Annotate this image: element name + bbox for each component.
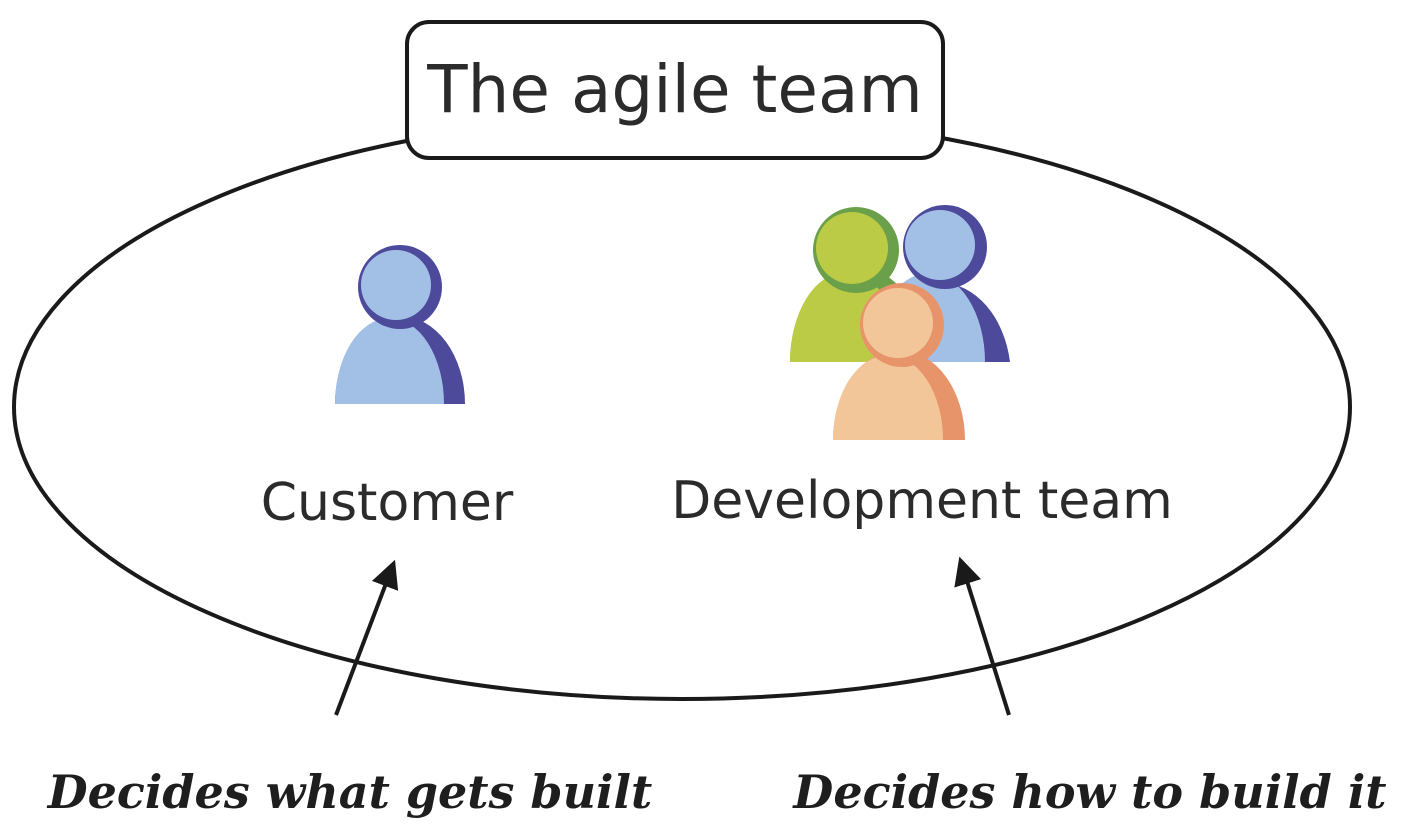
customer-person-icon — [335, 245, 465, 404]
development-team-annotation: Decides how to build it — [791, 765, 1386, 819]
development-team-label: Development team — [671, 471, 1173, 531]
development-team-arrow — [954, 556, 1011, 716]
title-box: The agile team — [405, 20, 945, 160]
customer-label: Customer — [261, 473, 514, 533]
team-boundary-ellipse — [12, 113, 1352, 701]
team-member-orange-icon — [833, 283, 965, 440]
diagram-title: The agile team — [426, 51, 923, 128]
title-box-frame — [405, 20, 945, 160]
development-team-icon — [790, 205, 1010, 440]
customer-annotation: Decides what gets built — [46, 765, 653, 819]
customer-arrow — [334, 559, 399, 716]
